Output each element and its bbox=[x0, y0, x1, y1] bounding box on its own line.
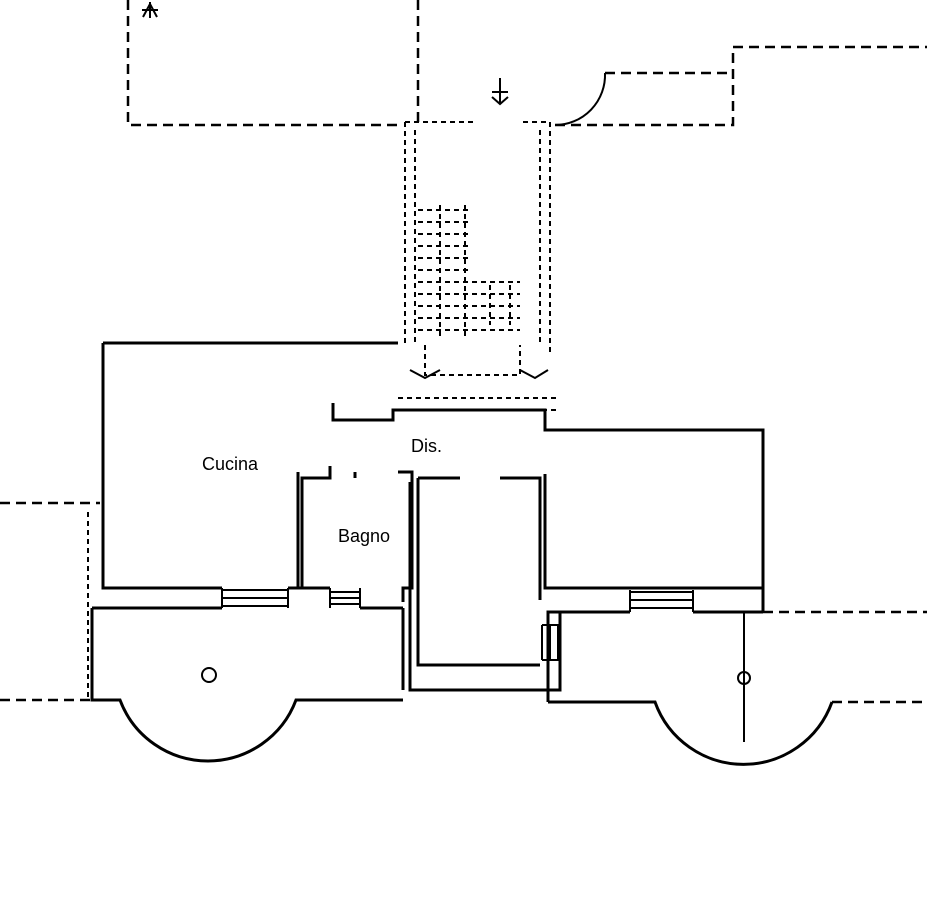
door-swing-arc bbox=[554, 72, 607, 126]
window-bathroom bbox=[329, 588, 361, 608]
room-label-kitchen: Cucina bbox=[202, 454, 259, 474]
window-kitchen bbox=[221, 588, 289, 608]
room-label-hallway: Dis. bbox=[411, 436, 442, 456]
balcony-marker-circle bbox=[201, 667, 217, 683]
main-walls bbox=[92, 341, 765, 702]
upper-right-unit-outline bbox=[554, 45, 927, 127]
upper-left-unit-outline bbox=[126, 0, 420, 127]
balcony-right bbox=[548, 610, 927, 766]
balcony-left bbox=[0, 501, 403, 763]
level-arrow-top-left bbox=[142, 1, 158, 18]
staircase bbox=[398, 121, 560, 411]
room-label-bathroom: Bagno bbox=[338, 526, 390, 546]
level-arrow-top-center bbox=[491, 78, 509, 106]
window-central-room bbox=[541, 624, 560, 661]
window-right-room bbox=[629, 590, 694, 612]
